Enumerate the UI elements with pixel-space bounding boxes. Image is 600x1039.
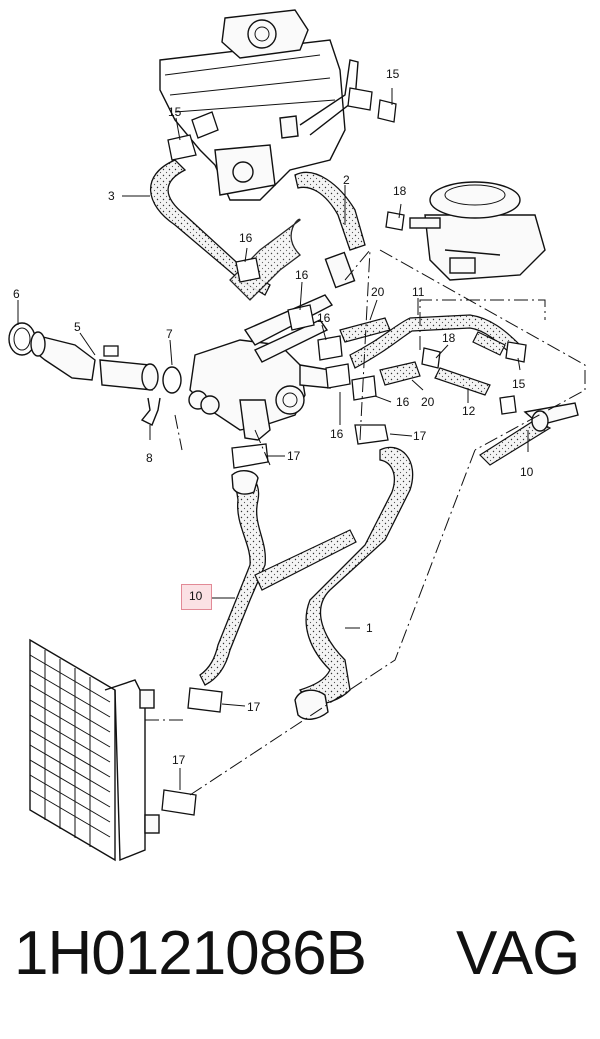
callout-1: 1 (366, 621, 373, 635)
clamps (161, 87, 527, 816)
callout-20: 20 (371, 285, 385, 299)
callout-18: 18 (393, 184, 407, 198)
callout-3: 3 (108, 189, 115, 203)
callout-15: 15 (386, 67, 400, 81)
right-hoses (339, 314, 521, 396)
callout-17: 17 (247, 700, 261, 714)
callout-16: 16 (295, 268, 309, 282)
callout-16: 16 (317, 311, 331, 325)
callout-20: 20 (421, 395, 435, 409)
highlighted-callout-box[interactable] (181, 584, 212, 610)
callout-8: 8 (146, 451, 153, 465)
callout-15: 15 (168, 105, 182, 119)
callout-5: 5 (74, 320, 81, 334)
t-piece-10 (479, 402, 579, 466)
coolant-hose-diagram: 1 2 3 5 6 7 8 10 11 12 15 15 15 16 16 16… (8, 9, 586, 862)
engine-housing (159, 9, 359, 201)
callout-11: 11 (412, 285, 425, 299)
expansion-tank (409, 181, 546, 281)
callout-10: 10 (520, 465, 534, 479)
callout-12: 12 (462, 404, 476, 418)
callout-16: 16 (396, 395, 410, 409)
part-number: 1H0121086B (14, 919, 367, 988)
highlighted-callout-label: 10 (189, 589, 203, 603)
leader-lines (17, 88, 529, 790)
callout-labels: 1 2 3 5 6 7 8 10 11 12 15 15 15 16 16 16… (13, 67, 534, 767)
callout-15: 15 (512, 377, 526, 391)
hose-10 (199, 470, 357, 686)
callout-17: 17 (287, 449, 301, 463)
callout-17: 17 (172, 753, 186, 767)
callout-7: 7 (166, 327, 173, 341)
callout-16: 16 (330, 427, 344, 441)
radiator (29, 638, 160, 862)
callout-17: 17 (413, 429, 427, 443)
callout-6: 6 (13, 287, 20, 301)
callout-16: 16 (239, 231, 253, 245)
callout-2: 2 (343, 173, 350, 187)
brand-name: VAG (456, 919, 580, 988)
reference-lines (145, 248, 586, 796)
hose-1 (294, 446, 414, 720)
left-fittings (8, 322, 182, 426)
callout-18: 18 (442, 331, 456, 345)
